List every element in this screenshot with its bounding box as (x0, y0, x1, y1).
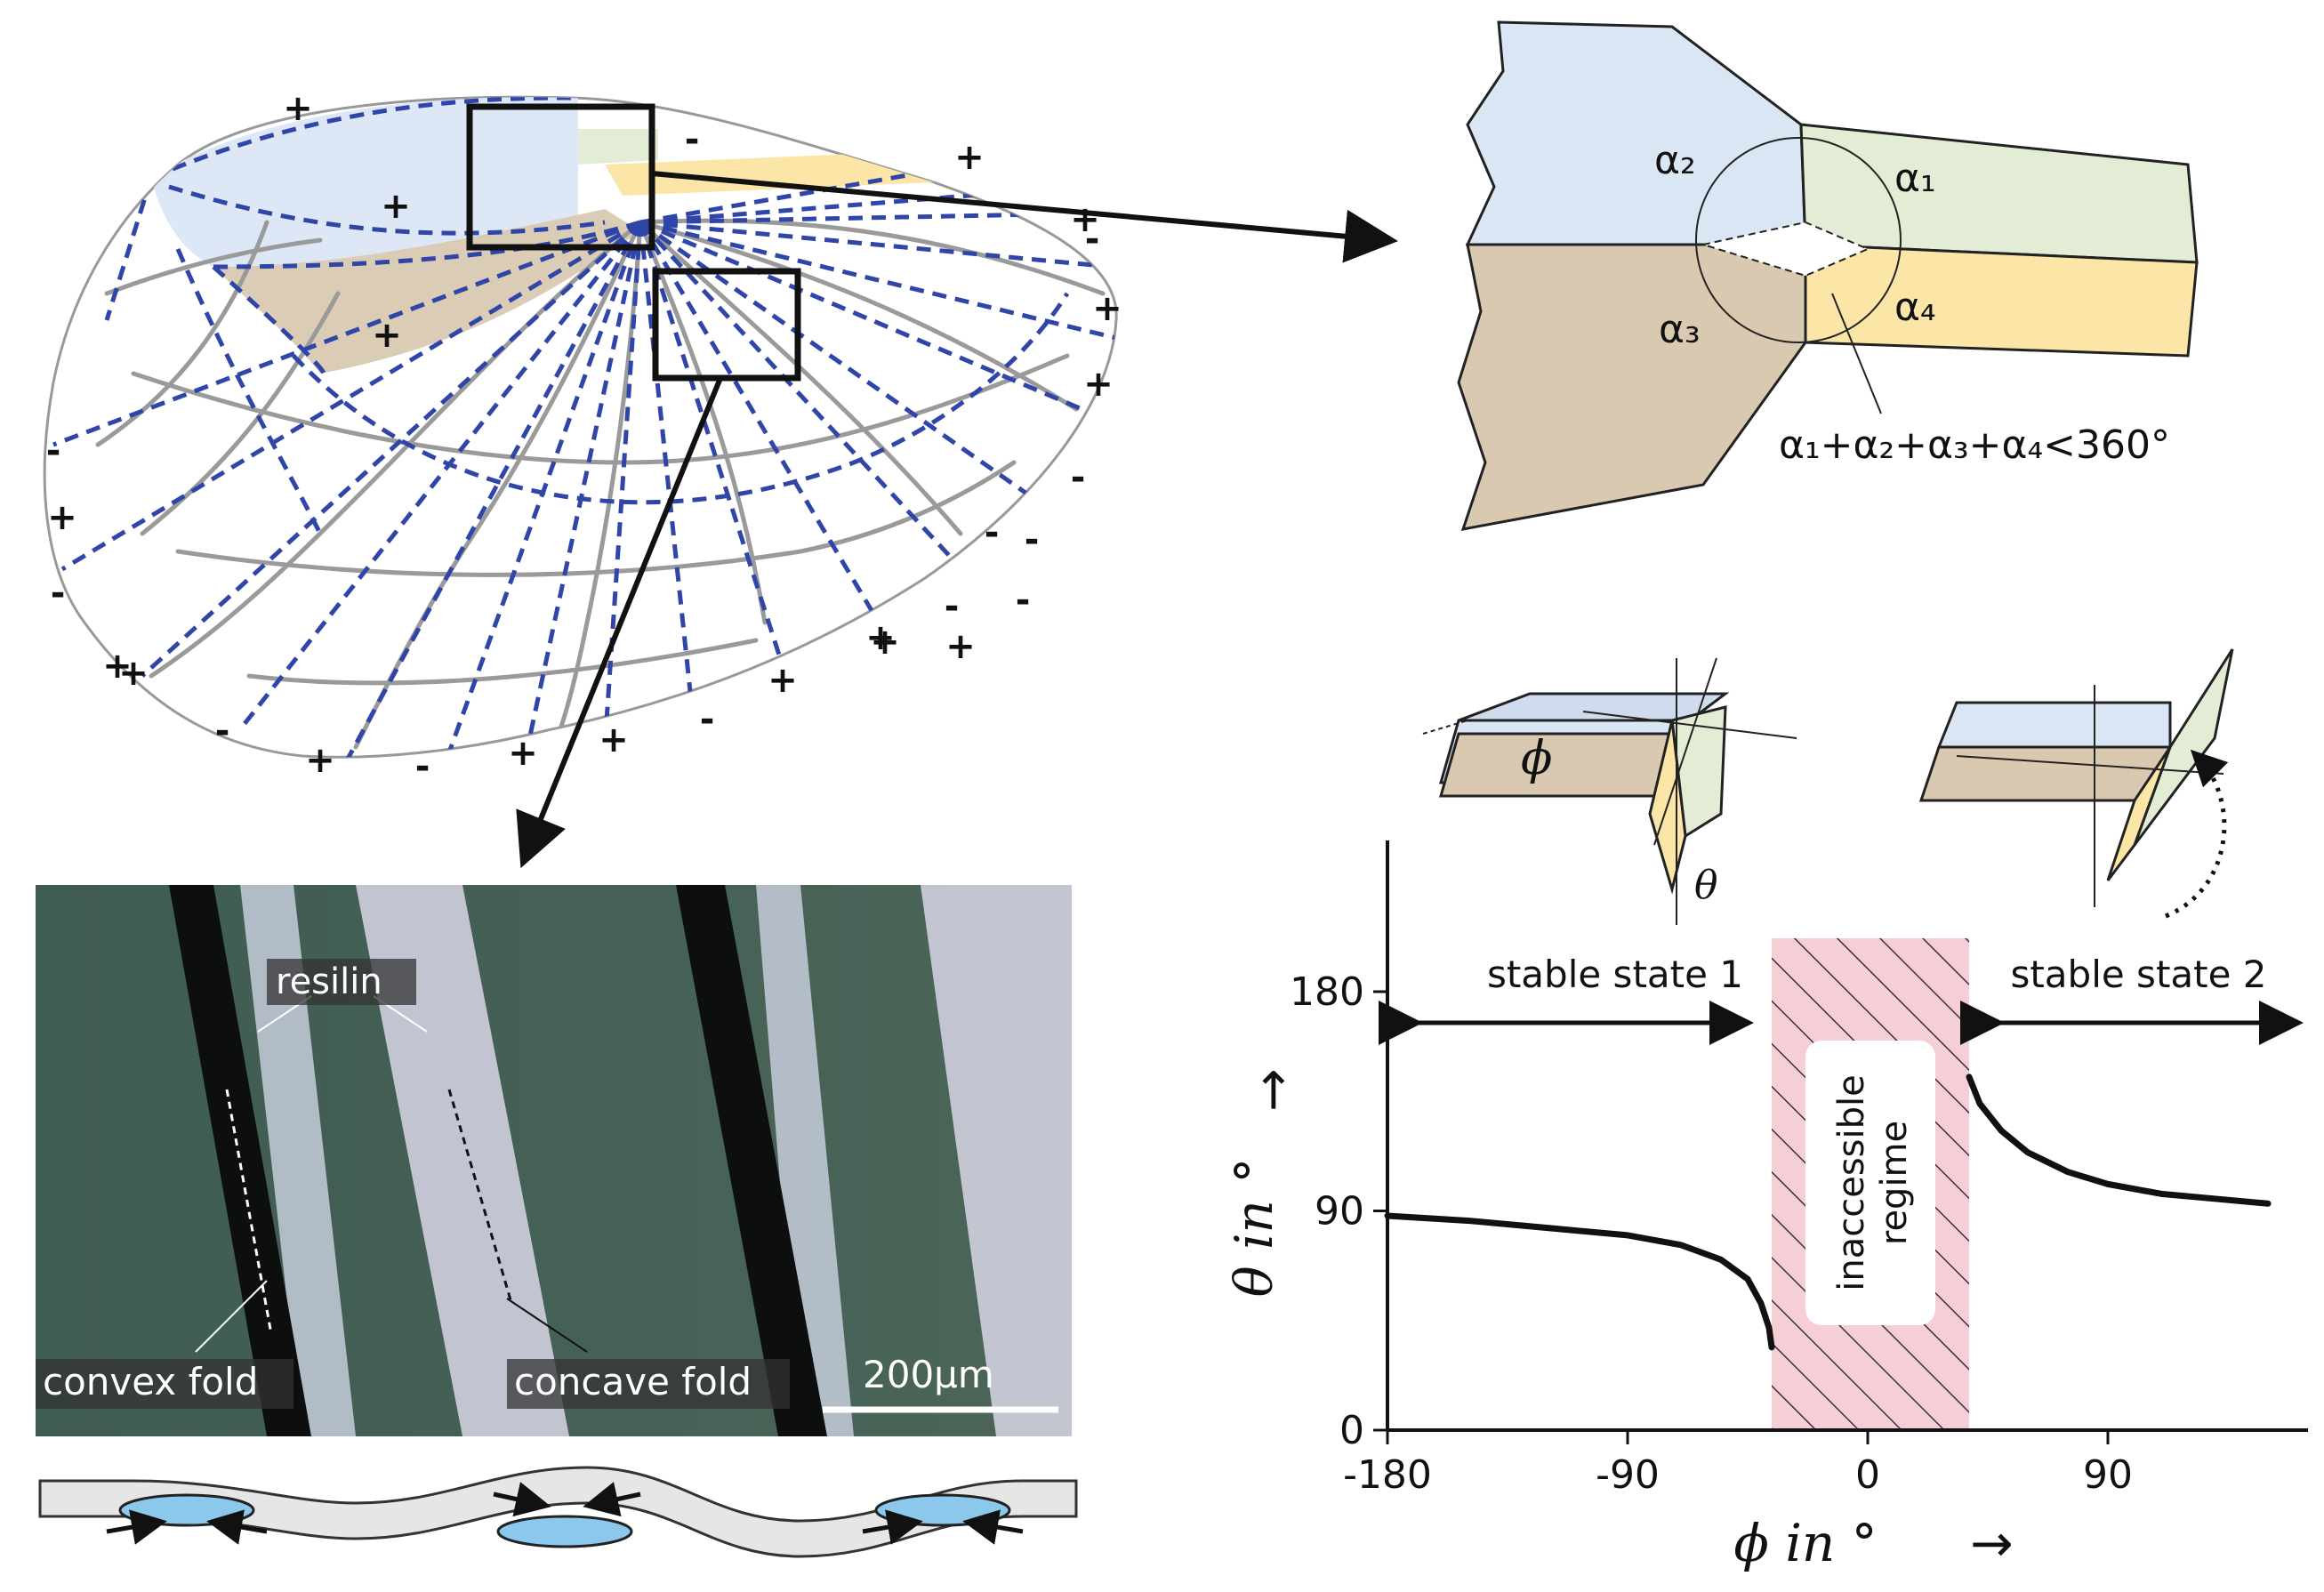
vertex-sum-leader (1831, 293, 1882, 414)
wing-sign: + (372, 315, 402, 356)
resilin-label: resilin (276, 961, 382, 1002)
wing-sign: + (102, 646, 133, 687)
cross-section-band (38, 1466, 1078, 1558)
phi-symbol: ϕ (1521, 732, 1552, 785)
wing-sign: + (1092, 288, 1122, 329)
vertex-angle-sum: α₁+α₂+α₃+α₄<360° (1779, 422, 2170, 468)
fold-state-2-sketch (1918, 648, 2234, 919)
chart: inaccessible regime -180 -90 0 90 0 90 180 sta… (1224, 840, 2308, 1573)
wing-sign: + (508, 733, 538, 774)
wing-sign: - (415, 746, 430, 787)
wing-sign: + (381, 186, 411, 227)
vertex-detail: α₁ α₂ α₃ α₄ α₁+α₂+α₃+α₄<360° (1457, 20, 2199, 531)
y-tick-label: 180 (1290, 969, 1364, 1015)
wing-sign: + (283, 88, 313, 129)
resilin-pad-2 (496, 1515, 633, 1548)
wing-sign: - (51, 573, 66, 614)
arrow-to-vertex (651, 171, 1398, 263)
y-axis-label: θ in ° (1224, 1158, 1284, 1298)
vertex-a3-label: α₃ (1659, 307, 1701, 352)
resilin-pad-1 (118, 1493, 255, 1527)
wing-sign: - (1025, 519, 1040, 560)
x-tick-label: 0 (1855, 1452, 1880, 1498)
concave-leader (506, 1298, 588, 1353)
vertex-angle-circle (1695, 137, 1902, 343)
cross-section (38, 1466, 1078, 1558)
vertex-inset-box (466, 103, 655, 251)
photo-white-band-1 (240, 885, 356, 1436)
wing-sign: + (1083, 364, 1114, 405)
vertex-a2-label: α₂ (1654, 138, 1696, 183)
x-axis-label: ϕ in ° (1733, 1513, 1877, 1573)
vertex-yellow-panel (1804, 243, 2199, 358)
wing-green-region (578, 129, 658, 165)
stable-state-1-label: stable state 1 (1487, 953, 1743, 996)
convex-dashed-line (225, 1089, 273, 1335)
inaccessible-label-line1: inaccessible (1831, 1074, 1872, 1290)
photo-dark-fold-2 (676, 885, 827, 1436)
photo-white-band-2 (356, 885, 569, 1436)
photo-white-band-4 (921, 885, 1072, 1436)
wing-sign: + (118, 653, 149, 694)
fold-lines (52, 97, 1117, 758)
vertex-a4-label: α₄ (1894, 285, 1936, 330)
wing-sign: - (945, 586, 960, 627)
wing-sign: - (685, 119, 700, 160)
photo-dark-fold-1 (169, 885, 311, 1436)
arrow-to-photo (516, 376, 723, 869)
inaccessible-label-box (1805, 1041, 1935, 1325)
vertex-a1-label: α₁ (1894, 156, 1936, 201)
wing-sign: + (870, 622, 900, 663)
wing-sign: - (700, 699, 715, 740)
y-axis-arrow: → (1242, 1068, 1302, 1112)
photo-inset-box (652, 268, 801, 382)
fold-state-1-sketch: ϕ θ (1422, 657, 1797, 925)
wing-diagram: +-++-++-+-+--+-++-++-+-+--+++ (43, 88, 1398, 869)
wing-sign: - (985, 512, 1000, 553)
micrograph: resilin convex fold concave fold 200μm (36, 885, 1072, 1436)
vertex-blue-panel (1465, 20, 1807, 246)
inaccessible-label-line2: regime (1874, 1121, 1915, 1245)
wing-sign: - (215, 711, 230, 752)
wing-sign: + (599, 720, 629, 760)
wing-sign: + (768, 660, 798, 701)
stable-state-2-label: stable state 2 (2010, 953, 2266, 996)
wing-signs: +-++-++-+-+--+-++-++-+-+--+++ (46, 88, 1122, 787)
scale-bar-label: 200μm (863, 1353, 994, 1396)
chart-axes: -180 -90 0 90 0 90 180 (1290, 840, 2308, 1498)
wing-sign: + (1070, 199, 1100, 240)
convex-fold-label: convex fold (43, 1360, 258, 1403)
series-line-2 (1966, 1073, 2272, 1207)
wing-sign: + (954, 137, 985, 178)
series-line-1 (1384, 1212, 1775, 1351)
y-tick-label: 90 (1315, 1189, 1364, 1234)
x-tick-label: 90 (2083, 1452, 2133, 1498)
resilin-pad-3 (874, 1493, 1011, 1527)
x-tick-label: -90 (1596, 1452, 1660, 1498)
wing-sign: - (1085, 219, 1100, 260)
vertex-green-panel (1799, 123, 2199, 264)
convex-leader (195, 1280, 268, 1353)
y-tick-label: 0 (1339, 1408, 1364, 1453)
wing-sign: + (47, 497, 77, 538)
wing-sign: - (46, 430, 61, 471)
theta-symbol: θ (1694, 863, 1718, 908)
vertex-tan-panel (1457, 243, 1807, 531)
wing-sign: + (305, 740, 335, 781)
x-axis-arrow: → (1970, 1513, 2014, 1573)
x-tick-label: -180 (1343, 1452, 1432, 1498)
concave-fold-label: concave fold (514, 1360, 752, 1403)
wing-sign: - (1016, 580, 1031, 621)
wing-sign: - (1071, 457, 1086, 498)
wing-sign: + (945, 626, 976, 667)
photo-white-band-3 (756, 885, 854, 1436)
wing-sign: + (865, 617, 896, 658)
chart-series (1384, 1073, 2272, 1351)
vertex-hole (1700, 221, 1870, 277)
